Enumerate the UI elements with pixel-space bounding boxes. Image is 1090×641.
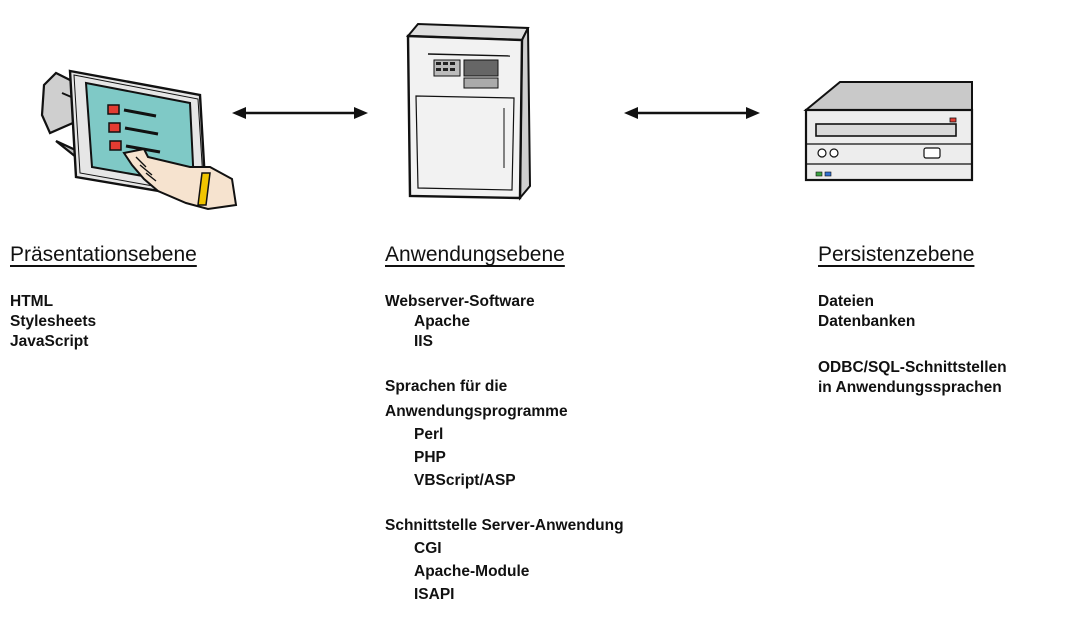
arrowhead-right-icon	[746, 107, 760, 119]
list-item: Apache-Module	[414, 563, 530, 580]
list-item: in Anwendungssprachen	[818, 379, 1002, 396]
list-item: HTML	[10, 293, 54, 310]
connector-application-persistence	[624, 107, 760, 119]
list-item: IIS	[414, 333, 433, 350]
group-title: Sprachen für die	[385, 378, 508, 395]
heading-persistence: Persistenzebene	[818, 243, 975, 266]
list-item: Apache	[414, 313, 470, 330]
list-item: Datenbanken	[818, 313, 916, 330]
list-item: ODBC/SQL-Schnittstellen	[818, 359, 1007, 376]
touch-monitor-icon	[40, 69, 238, 211]
list-item: Dateien	[818, 293, 874, 310]
list-item: Perl	[414, 426, 444, 443]
heading-presentation: Präsentationsebene	[10, 243, 197, 266]
connector-presentation-application	[232, 107, 368, 119]
presentation-list: HTML Stylesheets JavaScript	[10, 292, 96, 352]
list-item: VBScript/ASP	[414, 472, 516, 489]
server-cabinet-icon	[405, 22, 532, 201]
list-item: ISAPI	[414, 586, 455, 603]
list-item: JavaScript	[10, 333, 89, 350]
group-title: Webserver-Software	[385, 293, 535, 310]
application-list: Webserver-Software Apache IIS Sprachen f…	[385, 292, 624, 605]
group-title: Anwendungsprogramme	[385, 403, 568, 420]
arrowhead-left-icon	[232, 107, 246, 119]
storage-drive-icon	[803, 81, 974, 182]
list-item: Stylesheets	[10, 313, 97, 330]
list-item: CGI	[414, 540, 442, 557]
arrowhead-right-icon	[354, 107, 368, 119]
list-item: PHP	[414, 449, 446, 466]
group-title: Schnittstelle Server-Anwendung	[385, 517, 624, 534]
persistence-list: Dateien Datenbanken ODBC/SQL-Schnittstel…	[818, 292, 1007, 398]
arrowhead-left-icon	[624, 107, 638, 119]
heading-application: Anwendungsebene	[385, 243, 565, 266]
